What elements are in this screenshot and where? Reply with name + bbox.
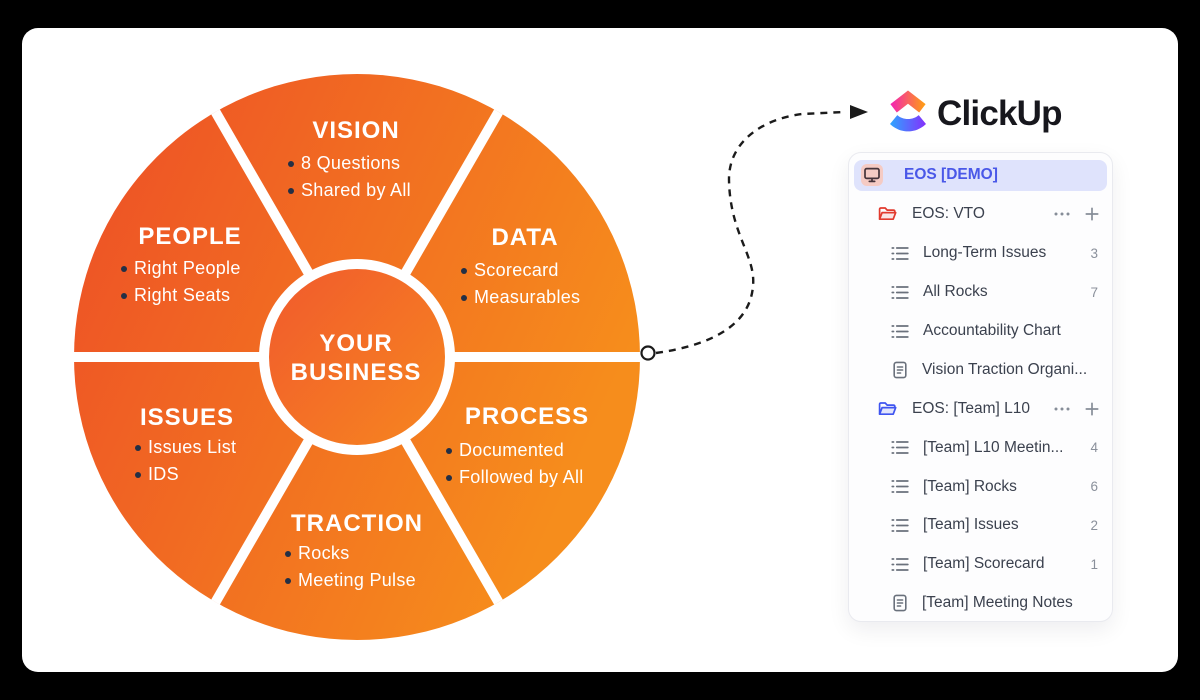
document-icon xyxy=(893,361,907,379)
task-count-badge: 6 xyxy=(1090,479,1098,495)
sidebar-row-doc-11[interactable]: [Team] Meeting Notes xyxy=(849,584,1112,623)
bullet-dot xyxy=(288,160,294,167)
wheel-section-bullets-data: Scorecard Measurables xyxy=(461,257,580,311)
clickup-wordmark: ClickUp xyxy=(937,93,1063,133)
document-icon xyxy=(893,594,907,612)
more-options-button[interactable] xyxy=(1054,407,1070,411)
canvas: VISION 8 Questions Shared by All DATA Sc… xyxy=(22,28,1178,672)
row-label: [Team] Scorecard xyxy=(923,555,1045,573)
bullet-dot xyxy=(121,265,127,272)
task-count-badge: 3 xyxy=(1090,245,1098,261)
wheel-center-label: YOUR BUSINESS xyxy=(290,330,422,386)
wheel-section-title-people: PEOPLE xyxy=(138,223,242,250)
sidebar-row-list-7[interactable]: [Team] L10 Meetin... 4 xyxy=(849,428,1112,467)
wheel-section-title-vision: VISION xyxy=(312,117,400,144)
row-content: Accountability Chart xyxy=(849,312,1112,351)
clickup-icon xyxy=(890,90,926,132)
more-options-button[interactable] xyxy=(1054,212,1070,216)
add-button[interactable] xyxy=(1085,402,1099,416)
row-content: EOS: [Team] L10 xyxy=(849,389,1112,428)
row-label: EOS: VTO xyxy=(912,205,985,223)
row-label: Vision Traction Organi... xyxy=(922,360,1088,378)
task-count-badge: 2 xyxy=(1090,517,1098,533)
wheel-section-title-data: DATA xyxy=(491,224,559,251)
sidebar-row-folder-1[interactable]: EOS: VTO xyxy=(849,195,1112,234)
list-icon xyxy=(891,441,909,455)
list-icon xyxy=(891,246,909,260)
sidebar-row-folder-6[interactable]: EOS: [Team] L10 xyxy=(849,389,1112,428)
task-count-badge: 4 xyxy=(1090,440,1098,456)
bullet-dot xyxy=(461,267,467,274)
bullet-dot xyxy=(121,292,127,299)
row-content: Vision Traction Organi... xyxy=(849,350,1112,389)
row-content: [Team] L10 Meetin... 4 xyxy=(849,428,1112,467)
row-label: EOS [DEMO] xyxy=(904,166,998,184)
row-label: [Team] Issues xyxy=(923,516,1019,534)
row-label: [Team] L10 Meetin... xyxy=(923,438,1064,456)
wheel-graphic xyxy=(74,74,640,640)
list-icon xyxy=(891,285,909,299)
wheel-section-bullets-process: Documented Followed by All xyxy=(446,437,584,491)
ellipsis-icon xyxy=(1054,407,1070,411)
list-icon xyxy=(891,324,909,338)
list-icon xyxy=(891,519,909,532)
bullet-dot xyxy=(135,444,141,451)
row-content: EOS: VTO xyxy=(849,195,1112,234)
bullet-dot xyxy=(285,550,291,557)
plus-icon xyxy=(1085,207,1099,221)
sidebar-row-list-3[interactable]: All Rocks 7 xyxy=(849,273,1112,312)
sidebar-row-list-4[interactable]: Accountability Chart xyxy=(849,312,1112,351)
wheel-section-title-traction: TRACTION xyxy=(291,510,423,537)
task-count-badge: 1 xyxy=(1090,556,1098,572)
bullet-dot xyxy=(135,471,141,478)
clickup-logo: ClickUp xyxy=(888,90,1063,137)
sidebar-row-list-10[interactable]: [Team] Scorecard 1 xyxy=(849,545,1112,584)
list-icon xyxy=(891,557,909,571)
bullet-dot xyxy=(288,187,294,194)
ellipsis-icon xyxy=(1054,212,1070,216)
arrowhead-icon xyxy=(850,105,868,119)
bullet-dot xyxy=(446,447,452,454)
row-label: [Team] Rocks xyxy=(923,477,1017,495)
wheel-section-bullets-vision: 8 Questions Shared by All xyxy=(288,150,411,204)
row-content: [Team] Meeting Notes xyxy=(849,584,1112,623)
row-content: All Rocks 7 xyxy=(849,273,1112,312)
list-icon xyxy=(891,480,909,493)
row-label: All Rocks xyxy=(923,283,988,301)
folder-icon xyxy=(878,401,897,415)
add-button[interactable] xyxy=(1085,207,1099,221)
active-row-highlight xyxy=(854,160,1107,191)
task-count-badge: 7 xyxy=(1090,284,1098,300)
wheel-section-bullets-people: Right People Right Seats xyxy=(121,255,241,309)
row-content: [Team] Rocks 6 xyxy=(849,467,1112,506)
sidebar-row-list-2[interactable]: Long-Term Issues 3 xyxy=(849,234,1112,273)
sidebar-row-list-9[interactable]: [Team] Issues 2 xyxy=(849,506,1112,545)
wheel-section-title-issues: ISSUES xyxy=(139,404,235,431)
plus-icon xyxy=(1085,402,1099,416)
sidebar-row-space-0[interactable]: EOS [DEMO] xyxy=(849,156,1112,195)
wheel-section-bullets-issues: Issues List IDS xyxy=(135,434,236,488)
row-label: [Team] Meeting Notes xyxy=(922,594,1073,612)
monitor-icon xyxy=(861,164,883,187)
row-content: [Team] Issues 2 xyxy=(849,506,1112,545)
row-content: [Team] Scorecard 1 xyxy=(849,545,1112,584)
row-content: EOS [DEMO] xyxy=(849,156,1112,195)
sidebar-row-list-8[interactable]: [Team] Rocks 6 xyxy=(849,467,1112,506)
row-content: Long-Term Issues 3 xyxy=(849,234,1112,273)
row-label: Accountability Chart xyxy=(923,322,1061,339)
row-label: EOS: [Team] L10 xyxy=(912,399,1031,417)
bullet-dot xyxy=(461,294,467,301)
bullet-dot xyxy=(446,474,452,481)
bullet-dot xyxy=(285,577,291,584)
row-label: Long-Term Issues xyxy=(923,244,1047,262)
row-actions xyxy=(1054,207,1099,221)
wheel-section-title-process: PROCESS xyxy=(464,403,590,430)
sidebar-row-doc-5[interactable]: Vision Traction Organi... xyxy=(849,350,1112,389)
folder-icon xyxy=(878,207,897,221)
row-actions xyxy=(1054,402,1099,416)
wheel-section-bullets-traction: Rocks Meeting Pulse xyxy=(285,540,416,594)
